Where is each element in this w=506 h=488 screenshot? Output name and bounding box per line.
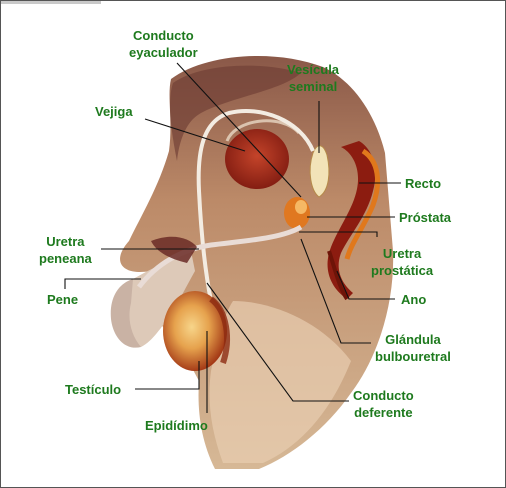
- label-uretra-peneana: Uretra peneana: [39, 234, 92, 266]
- label-recto: Recto: [405, 176, 442, 191]
- label-uretra-prostatica: Uretra prostática: [371, 246, 434, 278]
- leader-vejiga: [144, 118, 246, 152]
- epididymis: [208, 296, 230, 364]
- rectum-wall: [344, 148, 381, 260]
- label-conducto-deferente: Conducto deferente: [353, 388, 414, 420]
- label-ano: Ano: [401, 292, 427, 307]
- anal-canal: [327, 250, 349, 301]
- bladder: [225, 129, 289, 189]
- label-epididimo: Epidídimo: [145, 418, 208, 433]
- seminal-vesicle: [309, 145, 330, 198]
- leader-conducto-eyaculador: [176, 62, 302, 198]
- leader-conducto-deferente: [206, 282, 349, 402]
- label-glandula-bulbouretral: Glándula bulbouretral: [375, 332, 451, 364]
- label-vesicula-seminal: Vesícula seminal: [287, 62, 340, 94]
- leader-ano: [336, 270, 395, 300]
- label-prostata: Próstata: [399, 210, 452, 225]
- urethra: [137, 224, 303, 289]
- leader-pene: [64, 278, 141, 289]
- label-testiculo: Testículo: [65, 382, 122, 397]
- lower-shading: [209, 301, 351, 463]
- upper-shading: [170, 65, 301, 161]
- penis-base: [151, 236, 197, 263]
- rectum: [327, 141, 376, 299]
- penis-shaft: [115, 251, 195, 347]
- glans: [110, 279, 141, 348]
- label-vejiga: Vejiga: [95, 104, 133, 119]
- leader-lines: [64, 62, 401, 413]
- leader-testiculo: [135, 361, 200, 390]
- leader-uretra-prostatica: [299, 231, 378, 237]
- label-pene: Pene: [47, 292, 79, 307]
- testicle: [163, 291, 227, 371]
- corner-tab: [1, 1, 101, 4]
- label-conducto-eyaculador: Conducto eyaculador: [129, 28, 198, 60]
- leader-glandula: [300, 238, 371, 344]
